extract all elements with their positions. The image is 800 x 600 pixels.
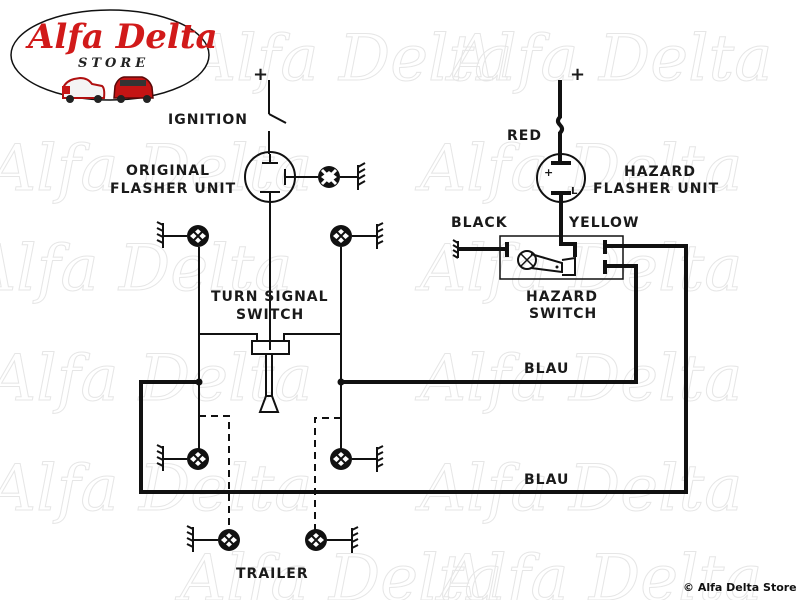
watermark-text: Alfa Delta (185, 22, 512, 96)
logo-ellipse (10, 9, 210, 101)
yellow-label: YELLOW (568, 215, 639, 231)
junction-dot (195, 378, 203, 386)
turn-signal-switch (199, 333, 341, 413)
front-right-lamp (330, 225, 352, 247)
hazard-plus-label: + (570, 64, 586, 85)
hazard-switch-label-1: HAZARD (526, 289, 598, 305)
ground-icon (186, 525, 218, 552)
trailer-right-lamp (305, 529, 327, 551)
watermark-text: Alfa Delta (445, 22, 772, 96)
logo-subtitle: STORE (78, 56, 149, 71)
car-icon-white (62, 76, 106, 103)
original-flasher-label-2: FLASHER UNIT (110, 181, 236, 197)
watermark-text: Alfa Delta (0, 452, 312, 526)
car-icon-red (113, 76, 154, 103)
trailer-left-lamp (218, 529, 240, 551)
ground-icon (340, 162, 366, 190)
ground-icon (327, 526, 359, 553)
flasher-terminal-plus: + (544, 166, 554, 179)
front-left-lamp (187, 225, 209, 247)
ignition-plus-label: + (253, 64, 269, 85)
red-label: RED (507, 128, 542, 144)
original-flasher-label-1: ORIGINAL (126, 163, 210, 179)
watermark-text: Alfa Delta (0, 132, 312, 206)
indicator-lamp (318, 166, 340, 188)
hazard-flasher-label-2: FLASHER UNIT (593, 181, 719, 197)
turn-signal-label-2: SWITCH (236, 307, 304, 323)
ground-icon (156, 221, 187, 248)
watermark-text: Alfa Delta (0, 232, 292, 306)
logo-title: Alfa Delta (25, 17, 218, 57)
ground-icon (352, 445, 384, 472)
blau-upper-label: BLAU (524, 361, 569, 377)
trailer-right-feed (314, 417, 341, 530)
watermark-text: Alfa Delta (435, 542, 762, 600)
ground-icon (156, 444, 187, 471)
ground-icon (352, 222, 384, 249)
yellow-wire (559, 193, 575, 246)
trailer-left-feed (199, 415, 230, 530)
rear-left-lamp (187, 448, 209, 470)
blau-lower-label: BLAU (524, 472, 569, 488)
logo[interactable]: Alfa Delta STORE (10, 9, 218, 103)
red-wire (556, 80, 564, 162)
black-label: BLACK (451, 215, 508, 231)
copyright-notice: © Alfa Delta Store (683, 581, 797, 594)
ignition-label: IGNITION (168, 112, 248, 128)
watermark-text: Alfa Delta (415, 452, 742, 526)
hazard-flasher-label-1: HAZARD (624, 164, 696, 180)
hazard-switch (452, 235, 624, 280)
watermark: Alfa Delta Alfa Delta Alfa Delta Alfa De… (0, 22, 773, 600)
watermark-text: Alfa Delta (415, 232, 742, 306)
turn-signal-label-1: TURN SIGNAL (211, 289, 329, 305)
watermark-text: Alfa Delta (175, 542, 502, 600)
flasher-terminal-l: L (571, 186, 578, 197)
rear-right-lamp (330, 448, 352, 470)
blau-wire-upper (341, 264, 638, 384)
trailer-label: TRAILER (236, 566, 309, 582)
watermark-text: Alfa Delta (415, 342, 742, 416)
hazard-switch-label-2: SWITCH (529, 306, 597, 322)
original-flasher-unit (244, 151, 318, 350)
ignition-switch: + (253, 64, 287, 154)
junction-dot (337, 378, 345, 386)
blau-wire-lower (139, 244, 688, 494)
